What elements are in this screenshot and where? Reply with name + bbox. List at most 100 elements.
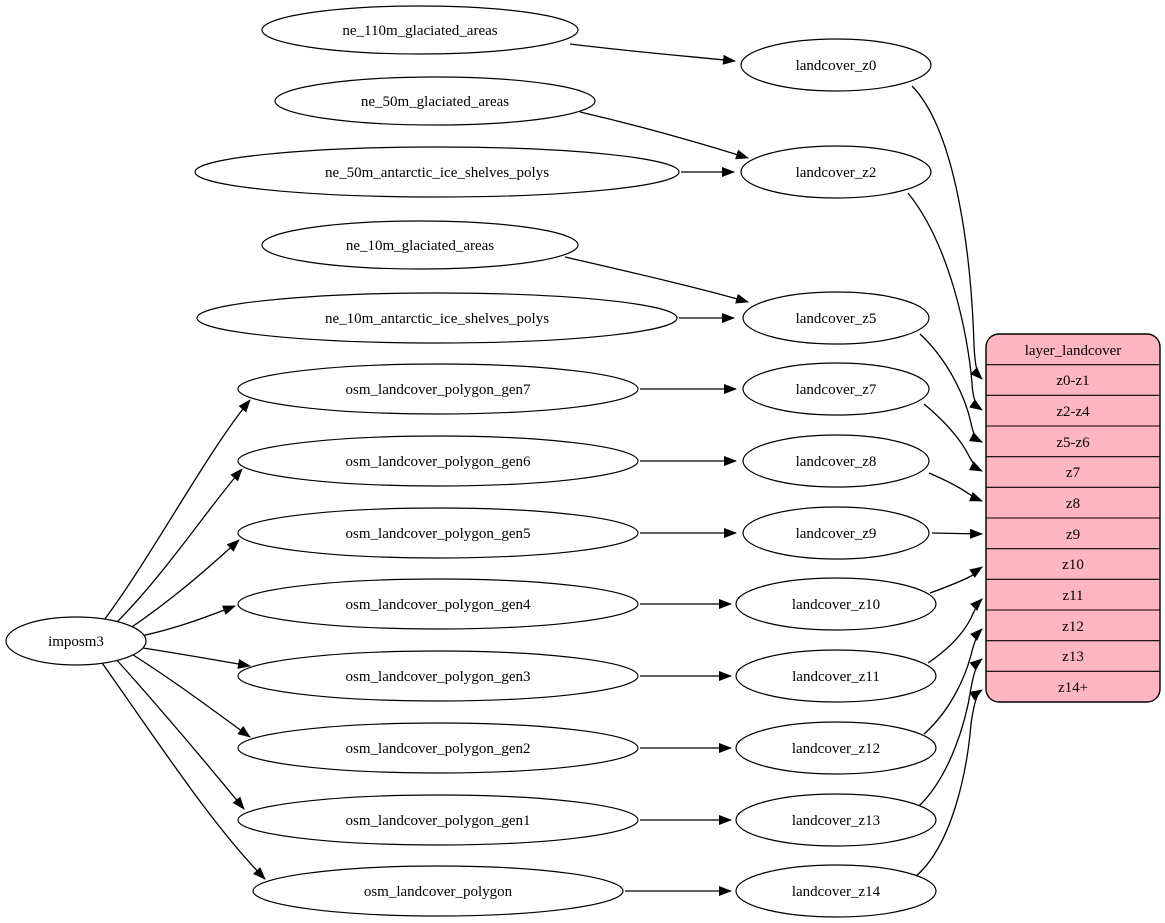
landcover-z8-label: landcover_z8 (796, 454, 877, 470)
table-row-z14plus: z14+ (1058, 680, 1088, 696)
node-osm-landcover-polygon-gen2: osm_landcover_polygon_gen2 (237, 722, 639, 774)
edge-ne_110m_glaciated_areas--landcover_z0 (569, 43, 736, 65)
osm-landcover-polygon-gen6-shape (237, 435, 639, 487)
node-ne-10m-glaciated-areas: ne_10m_glaciated_areas (261, 220, 579, 270)
edge-landcover_z14--row-z14plus (914, 689, 983, 878)
node-landcover-z7: landcover_z7 (742, 362, 930, 416)
edge-landcover_z0--row-z0-z1 (911, 85, 983, 380)
edge-landcover_z10--row-z10 (929, 566, 983, 594)
osm-landcover-polygon-gen1-shape (237, 794, 639, 846)
table-row-z9: z9 (1066, 527, 1080, 543)
osm-landcover-polygon-gen2-shape (237, 722, 639, 774)
landcover-z10-shape (735, 577, 937, 631)
node-osm-landcover-polygon-gen4: osm_landcover_polygon_gen4 (237, 578, 639, 630)
osm-landcover-polygon-gen2-label: osm_landcover_polygon_gen2 (346, 741, 531, 757)
node-osm-landcover-polygon-gen7: osm_landcover_polygon_gen7 (237, 363, 639, 415)
ne-10m-antarctic-ice-shelves-polys-shape (196, 292, 678, 344)
edge-landcover_z12--row-z12 (923, 628, 983, 735)
edge-imposm3--osm_landcover_polygon_gen7 (100, 399, 251, 625)
landcover-z9-label: landcover_z9 (796, 526, 877, 542)
ne-10m-glaciated-areas-label: ne_10m_glaciated_areas (346, 238, 494, 254)
landcover-z7-shape (742, 362, 930, 416)
table-row-z8: z8 (1066, 496, 1080, 512)
landcover-z0-shape (740, 38, 932, 92)
landcover-z5-label: landcover_z5 (796, 311, 877, 327)
node-ne-10m-antarctic-ice-shelves-polys: ne_10m_antarctic_ice_shelves_polys (196, 292, 678, 344)
osm-landcover-polygon-gen1-label: osm_landcover_polygon_gen1 (346, 813, 531, 829)
ne-10m-antarctic-ice-shelves-polys-label: ne_10m_antarctic_ice_shelves_polys (325, 311, 549, 327)
node-osm-landcover-polygon-gen1: osm_landcover_polygon_gen1 (237, 794, 639, 846)
osm-landcover-polygon-gen5-shape (237, 507, 639, 559)
osm-landcover-polygon-shape (252, 865, 624, 917)
table-row-z7: z7 (1066, 465, 1081, 481)
edge-group (99, 43, 983, 896)
node-osm-landcover-polygon-gen3: osm_landcover_polygon_gen3 (237, 650, 639, 702)
ne-50m-glaciated-areas-shape (274, 76, 596, 126)
table-row-z10: z10 (1062, 557, 1084, 573)
node-landcover-z12: landcover_z12 (735, 721, 937, 775)
edge-landcover_z11--row-z11 (927, 598, 983, 664)
landcover-z5-shape (742, 291, 930, 345)
landcover-z9-shape (742, 506, 930, 560)
node-landcover-z8: landcover_z8 (742, 434, 930, 488)
osm-landcover-polygon-gen7-label: osm_landcover_polygon_gen7 (346, 382, 531, 398)
table-row-z0-z1: z0-z1 (1056, 373, 1089, 389)
ne-50m-antarctic-ice-shelves-polys-label: ne_50m_antarctic_ice_shelves_polys (325, 165, 549, 181)
node-landcover-z13: landcover_z13 (735, 793, 937, 847)
imposm3-label: imposm3 (48, 634, 104, 650)
edge-imposm3--osm_landcover_polygon_gen1 (114, 657, 245, 810)
osm-landcover-polygon-gen4-shape (237, 578, 639, 630)
landcover-z12-label: landcover_z12 (792, 741, 880, 757)
table-layer-landcover: layer_landcover z0-z1 z2-z4 z5-z6 z7 z8 … (985, 333, 1161, 703)
ne-50m-glaciated-areas-label: ne_50m_glaciated_areas (361, 94, 509, 110)
ne-10m-glaciated-areas-shape (261, 220, 579, 270)
table-row-z13: z13 (1062, 649, 1084, 665)
node-osm-landcover-polygon-gen5: osm_landcover_polygon_gen5 (237, 507, 639, 559)
landcover-z8-shape (742, 434, 930, 488)
landcover-z14-shape (735, 864, 937, 918)
edge-ne_10m_glaciated_areas--landcover_z5 (564, 256, 749, 304)
edge-landcover_z2--row-z2-z4 (907, 192, 983, 411)
landcover-z2-shape (740, 145, 932, 199)
node-landcover-z14: landcover_z14 (735, 864, 937, 918)
edge-imposm3--osm_landcover_polygon_gen4 (140, 605, 236, 637)
node-landcover-z10: landcover_z10 (735, 577, 937, 631)
landcover-z12-shape (735, 721, 937, 775)
osm-landcover-polygon-gen3-label: osm_landcover_polygon_gen3 (346, 669, 531, 685)
edge-imposm3--osm_landcover_polygon (99, 659, 266, 880)
edge-landcover_z7--row-z7 (923, 403, 983, 472)
edge-landcover_z5--row-z5-z6 (919, 333, 983, 443)
node-osm-landcover-polygon-gen6: osm_landcover_polygon_gen6 (237, 435, 639, 487)
landcover-z14-label: landcover_z14 (792, 884, 881, 900)
node-landcover-z9: landcover_z9 (742, 506, 930, 560)
node-ne-50m-antarctic-ice-shelves-polys: ne_50m_antarctic_ice_shelves_polys (194, 146, 680, 198)
landcover-z11-shape (735, 649, 937, 703)
ne-110m-glaciated-areas-shape (261, 5, 579, 55)
layer-landcover-title: layer_landcover (1025, 343, 1122, 359)
edge-imposm3--osm_landcover_polygon_gen3 (142, 647, 251, 669)
landcover-z0-label: landcover_z0 (796, 58, 877, 74)
node-landcover-z2: landcover_z2 (740, 145, 932, 199)
table-row-z11: z11 (1062, 588, 1083, 604)
edge-imposm3--osm_landcover_polygon_gen5 (125, 539, 240, 632)
ne-50m-antarctic-ice-shelves-polys-shape (194, 146, 680, 198)
osm-landcover-polygon-gen7-shape (237, 363, 639, 415)
landcover-z10-label: landcover_z10 (792, 597, 880, 613)
table-row-z2-z4: z2-z4 (1056, 404, 1090, 420)
node-landcover-z11: landcover_z11 (735, 649, 937, 703)
landcover-z2-label: landcover_z2 (796, 165, 877, 181)
node-landcover-z0: landcover_z0 (740, 38, 932, 92)
ne-110m-glaciated-areas-label: ne_110m_glaciated_areas (342, 23, 497, 39)
node-ne-110m-glaciated-areas: ne_110m_glaciated_areas (261, 5, 579, 55)
edge-imposm3--osm_landcover_polygon_gen6 (111, 468, 243, 628)
edge-landcover_z9--row-z9 (931, 528, 983, 539)
osm-landcover-polygon-gen3-shape (237, 650, 639, 702)
landcover-z13-label: landcover_z13 (792, 813, 880, 829)
osm-landcover-polygon-gen4-label: osm_landcover_polygon_gen4 (346, 597, 531, 613)
edge-imposm3--osm_landcover_polygon_gen2 (129, 652, 251, 738)
landcover-z7-label: landcover_z7 (796, 382, 877, 398)
osm-landcover-polygon-label: osm_landcover_polygon (364, 884, 513, 900)
osm-landcover-polygon-gen6-label: osm_landcover_polygon_gen6 (346, 454, 531, 470)
